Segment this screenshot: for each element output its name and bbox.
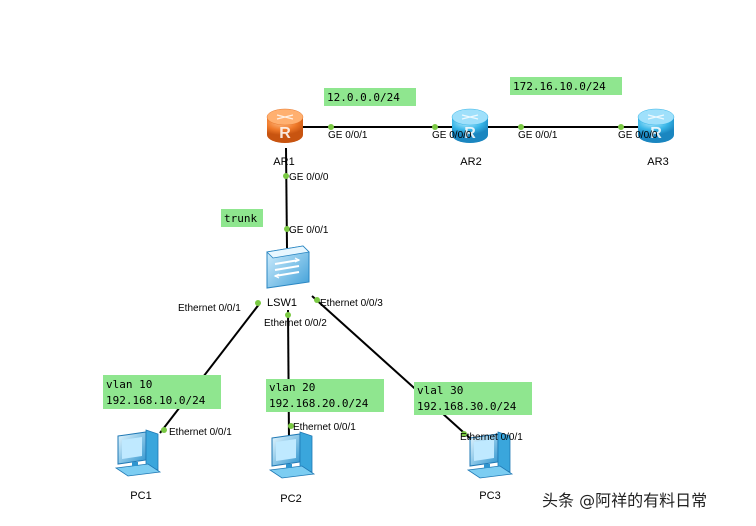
port-dots xyxy=(161,124,624,437)
device-name-pc3: PC3 xyxy=(479,490,500,502)
note-vlan20[interactable]: vlan 20 192.168.20.0/24 xyxy=(266,379,384,412)
port-label-ar1-ge001: GE 0/0/1 xyxy=(328,130,368,141)
port-dot xyxy=(284,226,290,232)
link-lsw1-pc2[interactable] xyxy=(287,309,290,441)
port-label-ar2-ge000: GE 0/0/0 xyxy=(432,130,472,141)
port-label-lsw1-eth1: Ethernet 0/0/1 xyxy=(178,303,241,314)
port-dot xyxy=(314,297,320,303)
link-lsw1-pc3[interactable] xyxy=(311,295,473,441)
switch-lsw1[interactable] xyxy=(266,245,310,289)
pc-icon xyxy=(484,464,490,468)
note-text: 192.168.10.0/24 xyxy=(106,394,206,407)
note-text: trunk xyxy=(224,212,257,225)
pc-pc3[interactable] xyxy=(466,431,514,479)
pc-pc2[interactable] xyxy=(268,431,316,479)
router-icon: R xyxy=(464,125,476,142)
note-trunk[interactable]: trunk xyxy=(221,209,263,227)
note-net-12[interactable]: 12.0.0.0/24 xyxy=(324,88,416,106)
note-vlan30[interactable]: vlal 30 192.168.30.0/24 xyxy=(414,382,532,415)
note-text: 172.16.10.0/24 xyxy=(513,80,606,93)
note-vlan10[interactable]: vlan 10 192.168.10.0/24 xyxy=(103,375,221,409)
note-net-172[interactable]: 172.16.10.0/24 xyxy=(510,77,622,95)
port-dot xyxy=(288,423,294,429)
router-icon: R xyxy=(650,125,662,142)
port-dot xyxy=(285,312,291,318)
device-name-ar2: AR2 xyxy=(460,156,481,168)
port-dot xyxy=(461,431,467,437)
router-icon: R xyxy=(279,125,291,142)
links xyxy=(159,126,650,441)
note-text: 192.168.20.0/24 xyxy=(269,397,369,410)
router-ar2[interactable]: R xyxy=(451,108,489,143)
router-ar1[interactable]: R xyxy=(266,108,304,143)
port-label-ar1-ge000: GE 0/0/0 xyxy=(289,172,329,183)
port-dot xyxy=(618,124,624,130)
port-dot xyxy=(283,173,289,179)
router-ar3[interactable]: R xyxy=(637,108,675,143)
port-dot xyxy=(161,427,167,433)
port-dot xyxy=(432,124,438,130)
note-text: vlal 30 xyxy=(417,384,463,397)
device-name-ar1: AR1 xyxy=(273,156,294,168)
port-label-pc1-eth: Ethernet 0/0/1 xyxy=(169,427,232,438)
note-text: vlan 20 xyxy=(269,381,315,394)
device-name-ar3: AR3 xyxy=(647,156,668,168)
port-dot xyxy=(518,124,524,130)
port-label-ar3-ge000: GE 0/0/0 xyxy=(618,130,658,141)
watermark: 头条 @阿祥的有料日常 xyxy=(542,491,707,510)
note-text: 192.168.30.0/24 xyxy=(417,400,517,413)
port-label-lsw1-eth2: Ethernet 0/0/2 xyxy=(264,318,327,329)
port-label-ar2-ge001: GE 0/0/1 xyxy=(518,130,558,141)
pc-icon xyxy=(132,462,138,466)
link-lsw1-pc1[interactable] xyxy=(159,302,261,434)
port-dot xyxy=(328,124,334,130)
device-name-pc2: PC2 xyxy=(280,493,301,505)
device-name-pc1: PC1 xyxy=(130,490,151,502)
port-label-lsw1-eth3: Ethernet 0/0/3 xyxy=(320,298,383,309)
device-name-lsw1: LSW1 xyxy=(267,297,297,309)
port-label-pc3-eth: Ethernet 0/0/1 xyxy=(460,432,523,443)
pc-pc1[interactable] xyxy=(114,429,162,477)
port-dot xyxy=(255,300,261,306)
switch-icon xyxy=(273,257,301,279)
note-text: vlan 10 xyxy=(106,378,152,391)
port-label-pc2-eth: Ethernet 0/0/1 xyxy=(293,422,356,433)
note-text: 12.0.0.0/24 xyxy=(327,91,400,104)
pc-icon xyxy=(286,464,292,468)
port-label-lsw1-ge001: GE 0/0/1 xyxy=(289,225,329,236)
